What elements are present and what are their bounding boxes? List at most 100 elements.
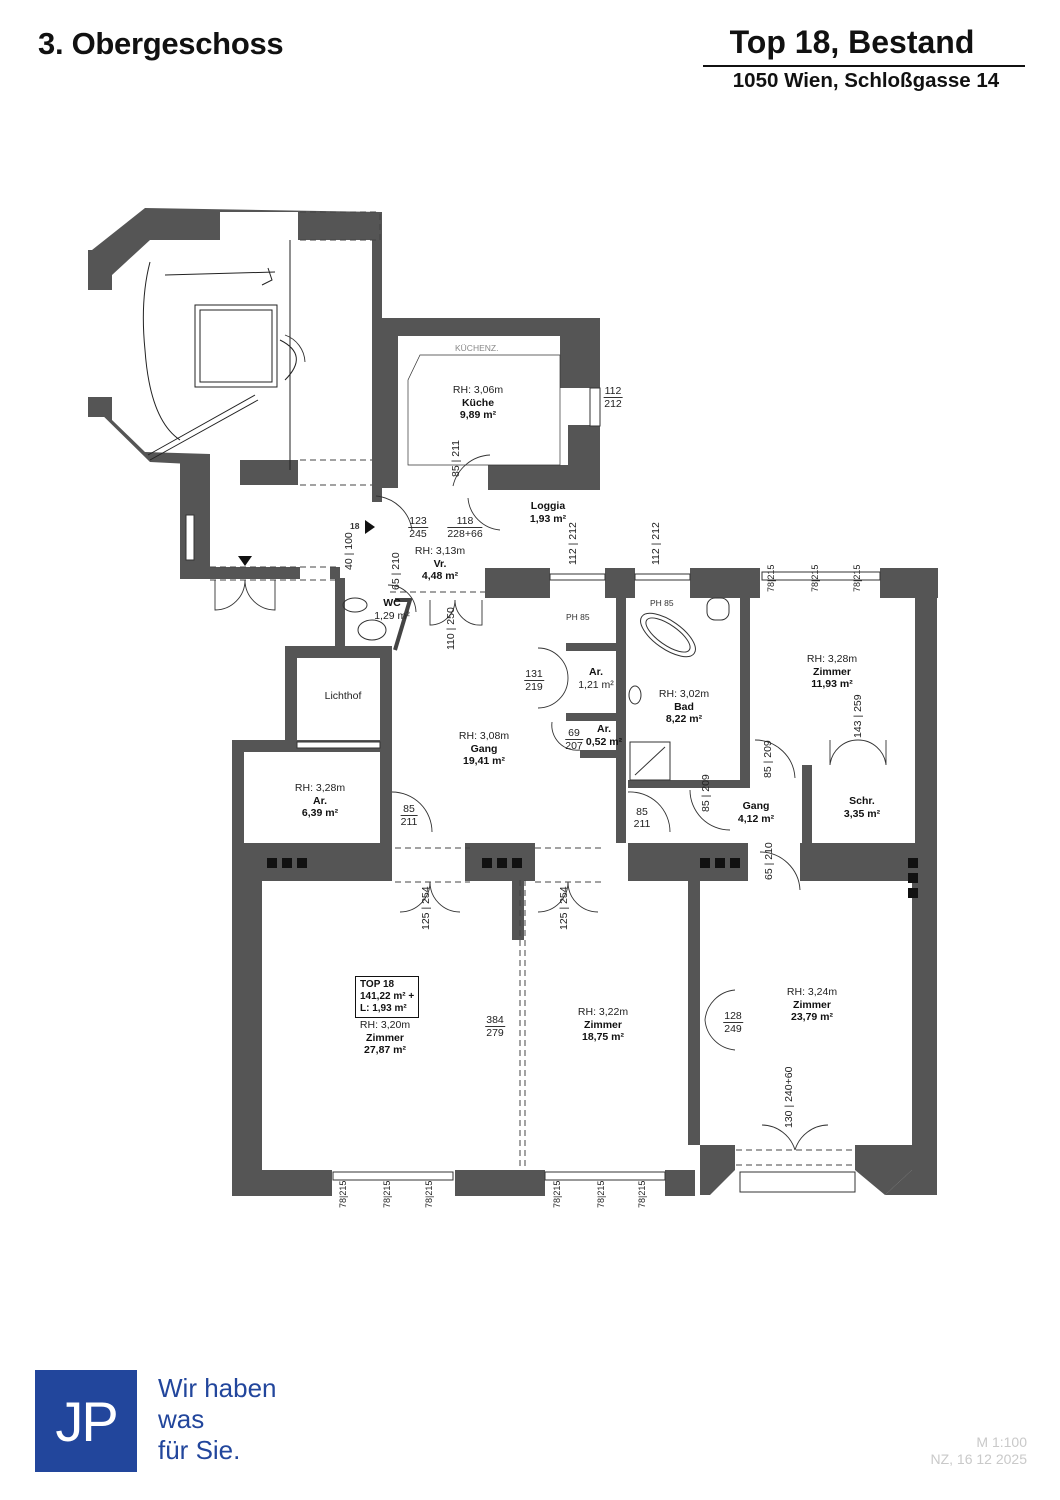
unit-title: Top 18, Bestand — [729, 24, 975, 60]
room-name: Schr. — [849, 795, 875, 807]
room-bad: RH: 3,02m Bad 8,22 m² — [659, 688, 709, 726]
room-area: 9,89 m² — [459, 409, 497, 422]
room-zimmer-2: RH: 3,20m Zimmer 27,87 m² — [360, 1019, 410, 1057]
room-area: 4,12 m² — [737, 812, 775, 825]
staircase — [142, 240, 297, 470]
room-area: 11,93 m² — [811, 678, 853, 691]
room-name: Zimmer — [366, 1031, 404, 1044]
room-height: RH: 3,28m — [294, 782, 346, 794]
parapet-height-a: PH 85 — [566, 612, 590, 622]
jp-logo: JP — [35, 1370, 137, 1472]
dim-balcony-door: 130 | 240+60 — [783, 1066, 795, 1128]
room-area: 8,22 m² — [665, 713, 703, 726]
room-name: Küche — [461, 396, 495, 409]
room-zimmer-1: RH: 3,28m Zimmer 11,93 m² — [807, 653, 857, 691]
walls — [88, 208, 938, 1196]
room-height: RH: 3,06m — [452, 384, 504, 396]
room-height: RH: 3,22m — [577, 1006, 629, 1018]
summary-area: 141,22 m² + — [360, 991, 415, 1002]
room-name: Ar. — [312, 794, 327, 807]
room-abstellraum-2: Ar. 1,21 m² — [578, 666, 614, 691]
dim-window-bottom-left-3: 78|215 — [424, 1180, 434, 1208]
room-height: RH: 3,20m — [359, 1019, 411, 1031]
slogan-line: für Sie. — [158, 1435, 241, 1466]
room-name: Vr. — [433, 557, 447, 570]
entry-number: 18 — [350, 521, 360, 531]
dim-zimmer2-door: 125 | 254 — [420, 886, 432, 930]
room-name: Lichthof — [324, 690, 362, 702]
room-name: Zimmer — [584, 1018, 622, 1031]
room-area: 4,48 m² — [421, 570, 459, 583]
scale-info: M 1:100 NZ, 16 12 2025 — [930, 1434, 1027, 1468]
plan-date: NZ, 16 12 2025 — [930, 1450, 1027, 1467]
dim-window-bottom-mid-1: 78|215 — [552, 1180, 562, 1208]
dim-gang2-door-up: 85 | 209 — [762, 740, 774, 778]
dim-schrank-door: 143 | 259 — [852, 694, 864, 738]
room-abstellraum-3: Ar. 0,52 m² — [586, 723, 622, 748]
fixtures — [342, 354, 730, 781]
room-lichthof: Lichthof — [325, 690, 362, 703]
summary-loggia: L: 1,93 m² — [360, 1003, 407, 1014]
room-height: RH: 3,13m — [414, 545, 466, 557]
room-name: WC — [383, 597, 401, 609]
dashed-openings — [210, 211, 855, 1170]
summary-unit: TOP 18 — [360, 979, 395, 990]
room-name: Loggia — [530, 500, 566, 512]
room-name: Ar. — [596, 723, 611, 735]
room-kueche: RH: 3,06m Küche 9,89 m² — [453, 384, 503, 422]
room-name: Ar. — [588, 666, 604, 678]
room-zimmer-4: RH: 3,24m Zimmer 23,79 m² — [787, 986, 837, 1024]
room-area: 0,52 m² — [585, 735, 623, 748]
room-height: RH: 3,24m — [786, 986, 838, 998]
room-height: RH: 3,02m — [658, 688, 710, 700]
room-wc: WC 1,29 m² — [374, 597, 410, 622]
room-area: 6,39 m² — [301, 807, 339, 820]
parapet-height-b: PH 85 — [650, 598, 674, 608]
scale-label: M 1:100 — [976, 1434, 1027, 1450]
dim-window-top-right-1: 78|215 — [766, 564, 776, 592]
title-divider — [703, 65, 1025, 67]
room-name: Gang — [470, 742, 498, 755]
room-abstellraum-1: RH: 3,28m Ar. 6,39 m² — [295, 782, 345, 820]
dim-gang2-door-left: 85 | 209 — [700, 774, 712, 812]
room-schrank: Schr. 3,35 m² — [844, 795, 880, 820]
dim-kueche-door: 85 | 211 — [450, 440, 462, 477]
room-area: 1,29 m² — [374, 609, 410, 622]
dim-stair-opening: 40 | 100 — [343, 532, 355, 570]
dim-window-bottom-mid-2: 78|215 — [596, 1180, 606, 1208]
dim-vr-gang-door: 110 | 250 — [445, 607, 457, 650]
unit-summary-box: TOP 18 141,22 m² + L: 1,93 m² — [355, 976, 420, 1018]
floor-title: 3. Obergeschoss — [38, 26, 284, 61]
dim-window-top-right-2: 78|215 — [810, 564, 820, 592]
room-name: Gang — [742, 800, 770, 812]
room-loggia: Loggia 1,93 m² — [530, 500, 566, 525]
dim-wc-door: 65 | 210 — [390, 552, 402, 590]
room-height: RH: 3,08m — [458, 730, 510, 742]
room-area: 23,79 m² — [790, 1011, 834, 1024]
room-gang-2: Gang 4,12 m² — [738, 800, 774, 825]
slogan-line: Wir haben — [158, 1373, 277, 1403]
kuechenzeile-label: KÜCHENZ. — [455, 343, 499, 353]
slogan: Wir haben was für Sie. — [158, 1373, 277, 1467]
vent-squares — [267, 858, 918, 898]
dim-window-top-right-3: 78|215 — [852, 564, 862, 592]
dim-window-bottom-left-1: 78|215 — [338, 1180, 348, 1208]
windows — [185, 387, 881, 1193]
dim-gang-window: 112 | 212 — [650, 522, 662, 565]
room-area: 19,41 m² — [462, 755, 506, 768]
room-vorraum: RH: 3,13m Vr. 4,48 m² — [415, 545, 465, 583]
entry-markers — [238, 520, 375, 566]
room-zimmer-3: RH: 3,22m Zimmer 18,75 m² — [578, 1006, 628, 1044]
dim-zimmer4-door-top: 65 | 210 — [763, 842, 775, 880]
slogan-line: was — [158, 1404, 205, 1435]
room-area: 18,75 m² — [581, 1031, 625, 1044]
